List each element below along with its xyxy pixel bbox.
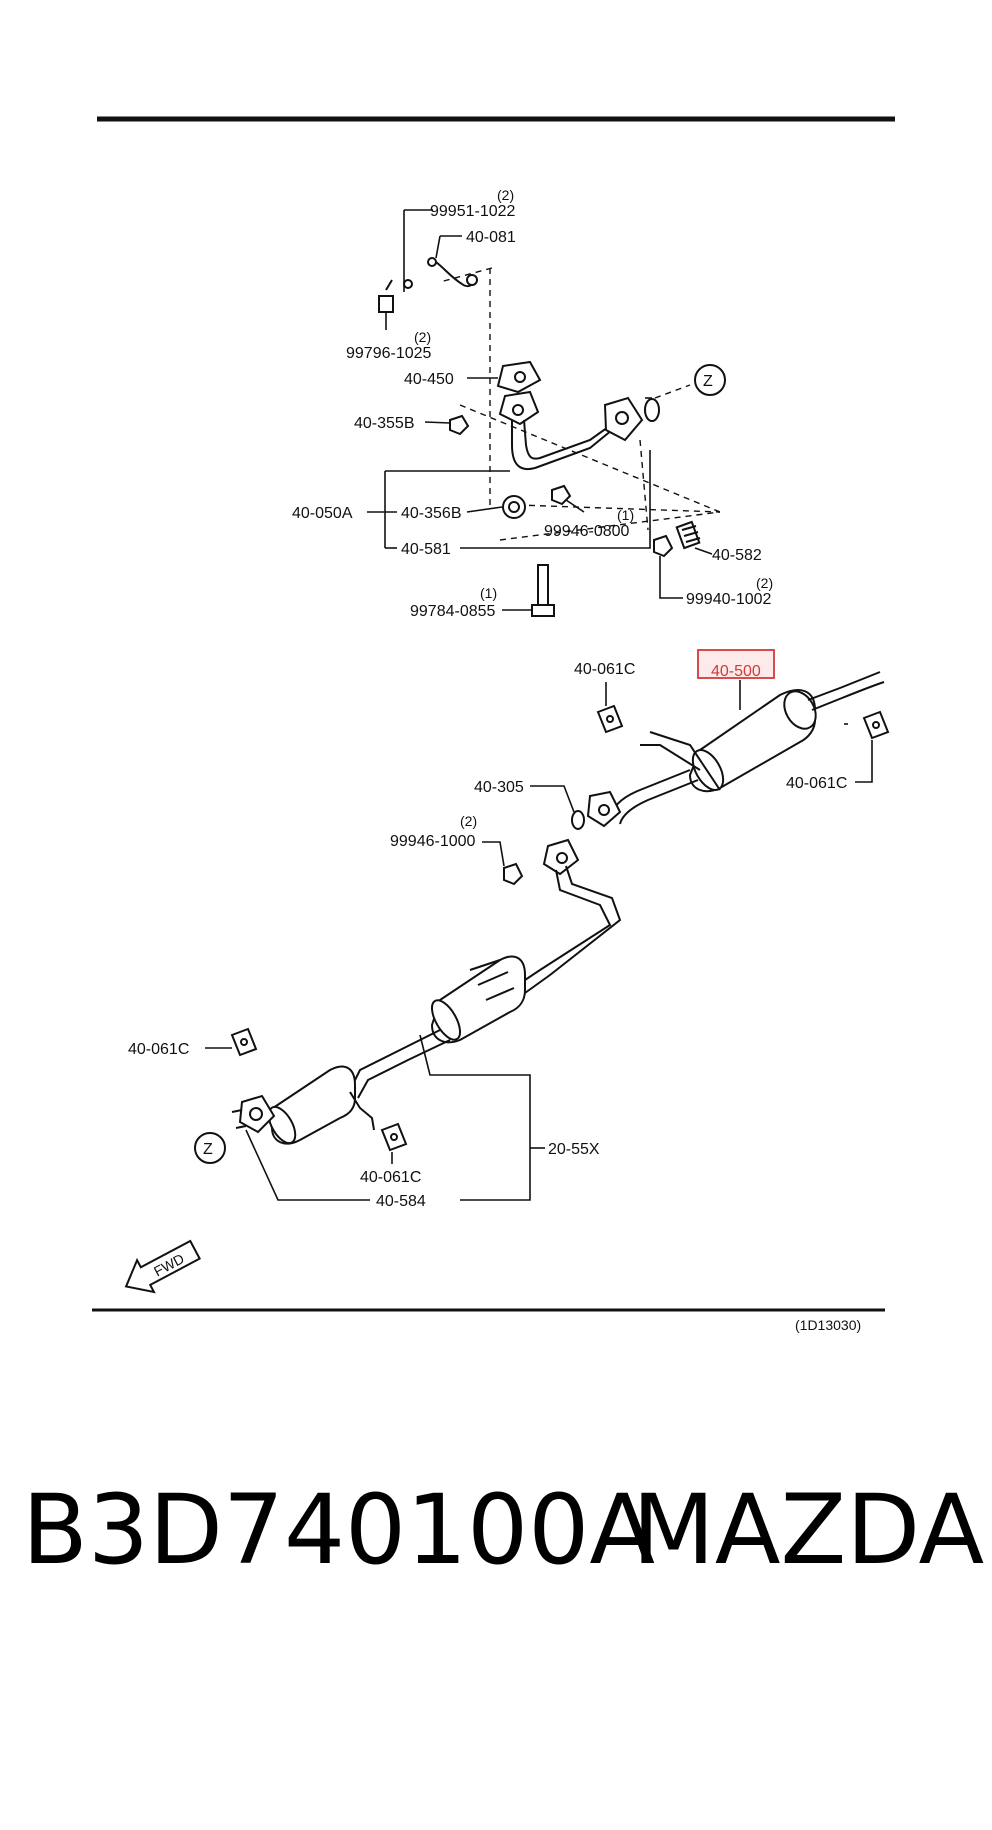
qty-99951-1022: (2) <box>497 187 514 203</box>
qty-99784-0855: (1) <box>480 585 497 601</box>
label-20-55X: 20-55X <box>548 1141 600 1158</box>
highlight-40-500 <box>697 649 775 679</box>
label-40-061C-d: 40-061C <box>360 1169 421 1186</box>
label-40-581: 40-581 <box>401 541 451 558</box>
center-pipe-20-55X-part <box>238 838 622 1145</box>
label-40-450: 40-450 <box>404 371 454 388</box>
label-99946-1000: 99946-1000 <box>390 833 476 850</box>
forward-direction-arrow: FWD <box>124 1239 202 1294</box>
gasket-40-081-part <box>427 257 478 288</box>
label-99951-1022: 99951-1022 <box>430 203 516 220</box>
qty-99946-1000: (2) <box>460 813 477 829</box>
qty-99946-0800: (1) <box>617 507 634 523</box>
svg-text:Z: Z <box>203 1141 213 1158</box>
qty-99796-1025: (2) <box>414 329 431 345</box>
hanger-40-061C-a-part <box>596 704 624 734</box>
hanger-40-061C-d-part <box>380 1122 408 1152</box>
nut-40-355B-part <box>449 414 470 436</box>
part-number: B3D740100A <box>22 1474 655 1586</box>
front-pipe-40-050A-part <box>498 390 644 470</box>
label-40-081: 40-081 <box>466 229 516 246</box>
clamp-40-356B-part <box>502 495 526 519</box>
label-99946-0800: 99946-0800 <box>544 523 630 540</box>
label-99796-1025: 99796-1025 <box>346 345 432 362</box>
brand-name: MAZDA <box>632 1474 985 1586</box>
view-marker-z-lower: Z <box>194 1132 226 1164</box>
svg-text:Z: Z <box>703 373 713 390</box>
view-marker-z-upper: Z <box>694 364 726 396</box>
bolt-99784-0855-part <box>531 564 555 617</box>
main-silencer-40-500-part <box>586 671 885 828</box>
bolt-99796-1025-part <box>378 279 394 313</box>
label-40-584: 40-584 <box>376 1193 426 1210</box>
hanger-40-061C-b-part <box>862 710 890 740</box>
gasket-40-450-part <box>496 360 542 394</box>
front-pipe-assembly: Z <box>367 209 726 617</box>
label-40-061C-a: 40-061C <box>574 661 635 678</box>
label-40-061C-b: 40-061C <box>786 775 847 792</box>
main-silencer-assembly <box>482 649 890 886</box>
label-40-305: 40-305 <box>474 779 524 796</box>
label-40-355B: 40-355B <box>354 415 415 432</box>
hanger-40-061C-c-part <box>230 1027 258 1057</box>
center-pipe-assembly: Z <box>194 838 622 1201</box>
gasket-part <box>644 398 660 422</box>
label-40-061C-c: 40-061C <box>128 1041 189 1058</box>
nut-99946-1000-part <box>503 862 524 886</box>
label-99784-0855: 99784-0855 <box>410 603 496 620</box>
label-40-582: 40-582 <box>712 547 762 564</box>
label-40-050A: 40-050A <box>292 505 353 522</box>
reference-code: (1D13030) <box>795 1317 861 1333</box>
label-40-500-highlighted: 40-500 <box>711 663 761 680</box>
exhaust-system-diagram: (1D13030) <box>92 116 895 1333</box>
gasket-40-305-part <box>571 810 585 830</box>
footer: B3D740100A MAZDA <box>0 1470 992 1590</box>
spring-40-582-part <box>675 520 701 550</box>
label-40-356B: 40-356B <box>401 505 462 522</box>
label-99940-1002: 99940-1002 <box>686 591 772 608</box>
qty-99940-1002: (2) <box>756 575 773 591</box>
nut-99940-1002-part <box>653 534 674 558</box>
